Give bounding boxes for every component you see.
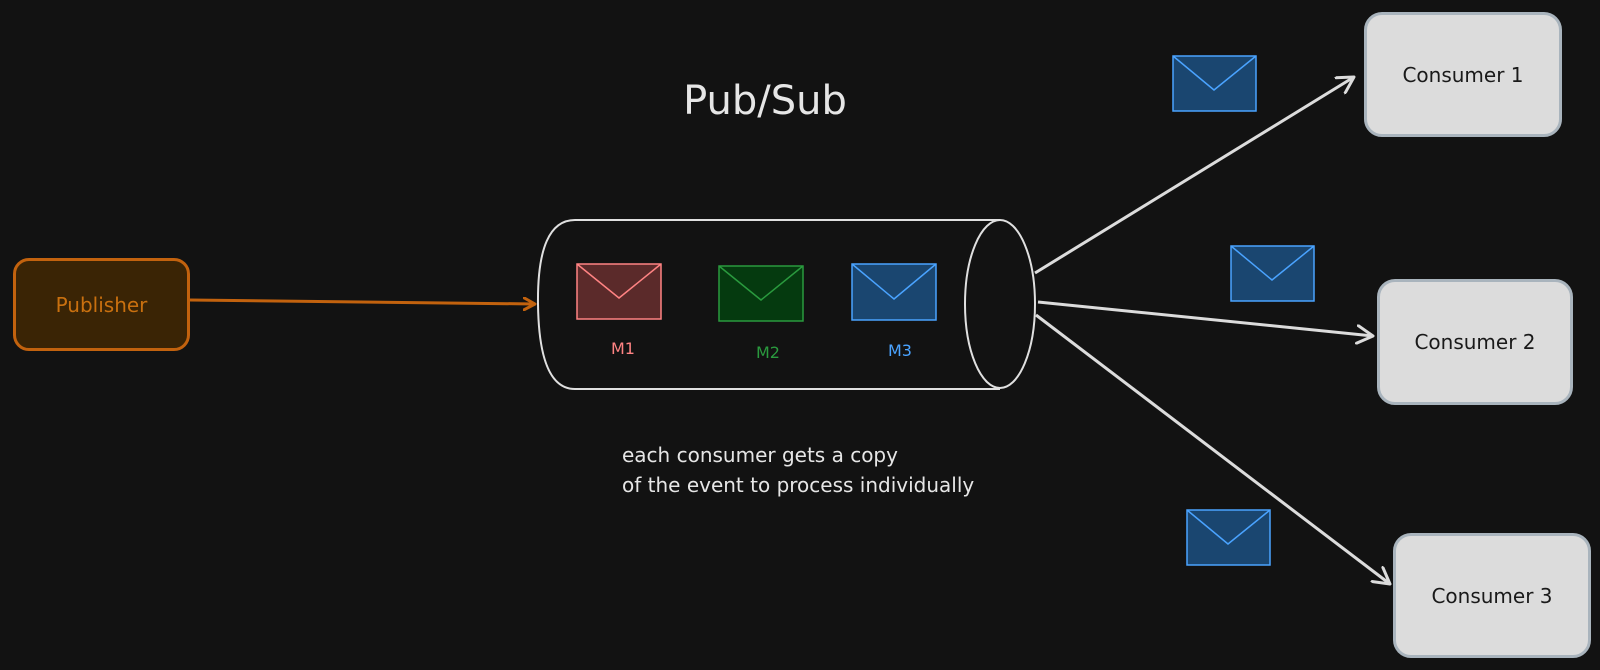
note-line-2: of the event to process individually [622, 473, 975, 497]
consumer-label: Consumer 3 [1431, 583, 1553, 608]
message-m2: M2 [718, 265, 804, 362]
message-label: M3 [888, 341, 912, 360]
consumer-1-box: Consumer 1 [1364, 12, 1562, 137]
message-label: M1 [611, 339, 635, 358]
publisher-box: Publisher [13, 258, 190, 351]
copy-envelope-consumer-3 [1186, 509, 1271, 566]
envelope-icon [576, 263, 662, 320]
publisher-label: Publisher [55, 292, 148, 317]
envelope-icon [851, 263, 937, 321]
copy-envelope-consumer-1 [1172, 55, 1257, 112]
message-label: M2 [756, 343, 780, 362]
description-note: each consumer gets a copy of the event t… [622, 440, 974, 500]
envelope-icon [1186, 509, 1271, 566]
envelope-flap [576, 263, 662, 299]
envelope-flap [1186, 509, 1271, 545]
message-m1: M1 [576, 263, 662, 358]
consumer-3-box: Consumer 3 [1393, 533, 1591, 658]
consumer-label: Consumer 2 [1414, 330, 1536, 354]
note-line-1: each consumer gets a copy [622, 443, 898, 467]
envelope-icon [718, 265, 804, 322]
queue-cylinder [536, 219, 1036, 390]
publisher-arrow [189, 300, 535, 304]
envelope-flap [851, 263, 937, 300]
envelope-icon [1172, 55, 1257, 112]
message-m3: M3 [851, 263, 937, 360]
envelope-icon [1230, 245, 1315, 302]
arrow-to-consumer-1 [1034, 77, 1354, 275]
arrow-to-consumer-2 [1037, 300, 1373, 336]
queue-end-cap [964, 219, 1036, 389]
copy-envelope-consumer-2 [1230, 245, 1315, 302]
consumer-2-box: Consumer 2 [1377, 279, 1573, 405]
queue-body [536, 219, 1000, 390]
envelope-flap [1172, 55, 1257, 91]
envelope-flap [718, 265, 804, 301]
envelope-flap [1230, 245, 1315, 281]
arrow-to-consumer-3 [1035, 313, 1390, 584]
diagram-title: Pub/Sub [683, 78, 847, 124]
consumer-label: Consumer 1 [1402, 62, 1524, 87]
